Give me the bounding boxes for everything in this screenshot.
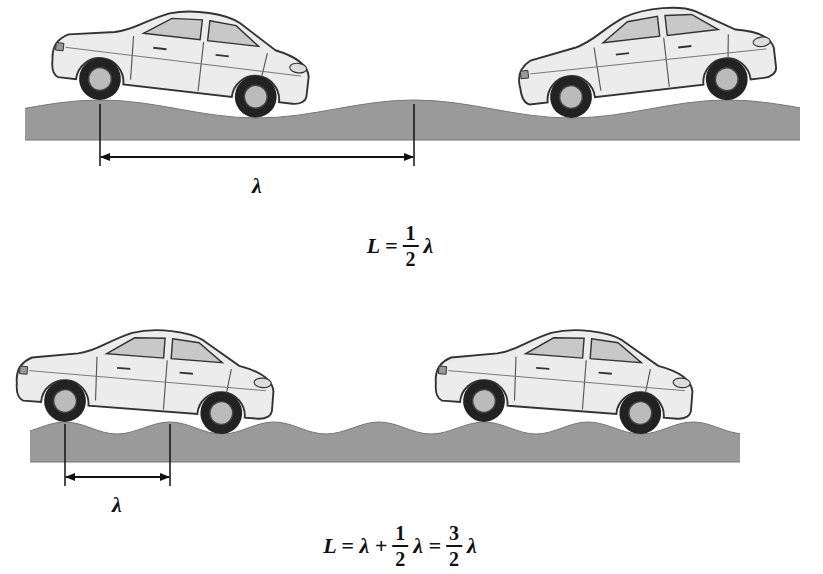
equation-term: λ xyxy=(423,234,433,258)
equation: L =12λ xyxy=(367,222,433,270)
dimension-arrow xyxy=(101,156,413,158)
fraction-numerator: 1 xyxy=(392,522,408,547)
fraction: 32 xyxy=(446,522,462,570)
dimension-arrow xyxy=(66,476,169,478)
road xyxy=(25,100,800,140)
car xyxy=(14,319,278,437)
fraction-numerator: 1 xyxy=(402,222,418,247)
extension-line xyxy=(64,424,66,486)
fraction: 12 xyxy=(392,522,408,570)
dimension-label: λ xyxy=(252,174,262,198)
equation-term: L = xyxy=(367,234,398,258)
extension-line xyxy=(413,104,415,166)
fraction-denominator: 2 xyxy=(392,547,408,570)
equation-term: L = λ + xyxy=(323,534,387,558)
extension-line xyxy=(169,424,171,486)
fraction-denominator: 2 xyxy=(446,547,462,570)
fraction: 12 xyxy=(402,222,418,270)
car xyxy=(513,0,780,123)
dimension-label: λ xyxy=(112,493,122,517)
fraction-denominator: 2 xyxy=(402,247,418,270)
car xyxy=(48,0,315,123)
extension-line xyxy=(99,104,101,166)
fraction-numerator: 3 xyxy=(446,522,462,547)
car xyxy=(433,319,697,437)
equation-term: λ xyxy=(467,534,477,558)
equation: L = λ +12λ =32λ xyxy=(323,522,477,570)
equation-term: λ = xyxy=(413,534,441,558)
